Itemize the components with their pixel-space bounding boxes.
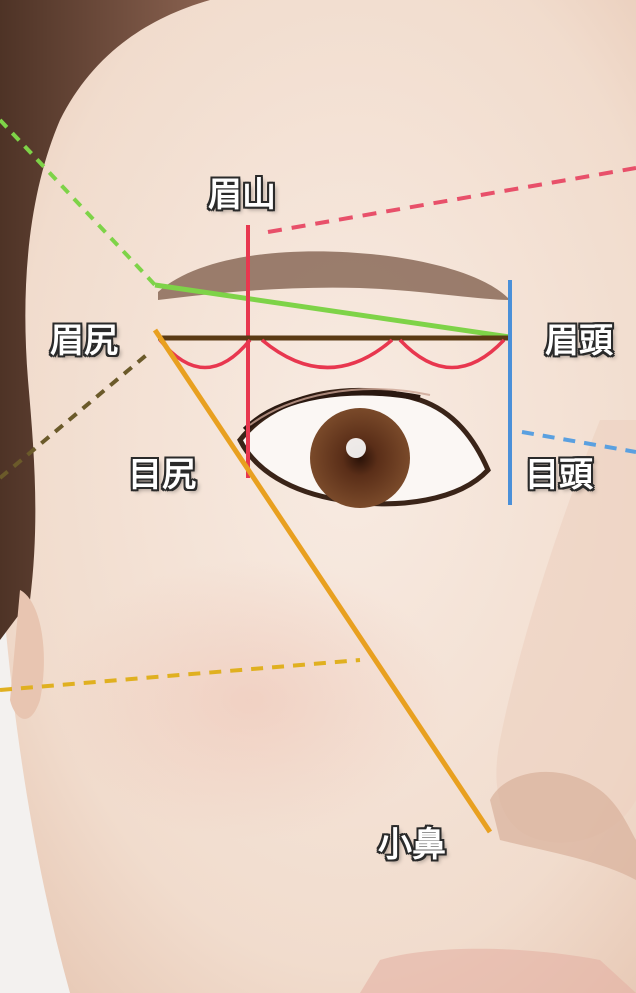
- green-dashed-line: [0, 118, 157, 287]
- label-nose-wing: 小鼻: [378, 825, 446, 865]
- nose-shadow: [496, 420, 636, 843]
- eyelid-crease: [249, 388, 431, 426]
- arc-second-third: [260, 338, 394, 370]
- iris: [310, 408, 410, 508]
- ear: [10, 590, 44, 719]
- green-brow-line: [154, 282, 511, 340]
- background-left: [0, 560, 70, 993]
- label-brow-head: 眉頭: [545, 321, 613, 361]
- label-eye-head: 目頭: [525, 455, 593, 495]
- arc-third-third: [398, 338, 506, 370]
- nostril: [490, 771, 636, 880]
- label-brow-peak: 眉山: [208, 175, 276, 215]
- eye-highlight: [346, 438, 366, 458]
- lips: [360, 948, 636, 993]
- orange-guide-line: [152, 328, 493, 834]
- label-eye-tail: 目尻: [128, 455, 196, 495]
- label-brow-tail: 眉尻: [50, 321, 118, 361]
- yellow-dashed-line: [0, 658, 361, 692]
- hair: [0, 0, 210, 640]
- olive-dashed-line: [0, 350, 152, 480]
- cheek-blush: [50, 560, 450, 840]
